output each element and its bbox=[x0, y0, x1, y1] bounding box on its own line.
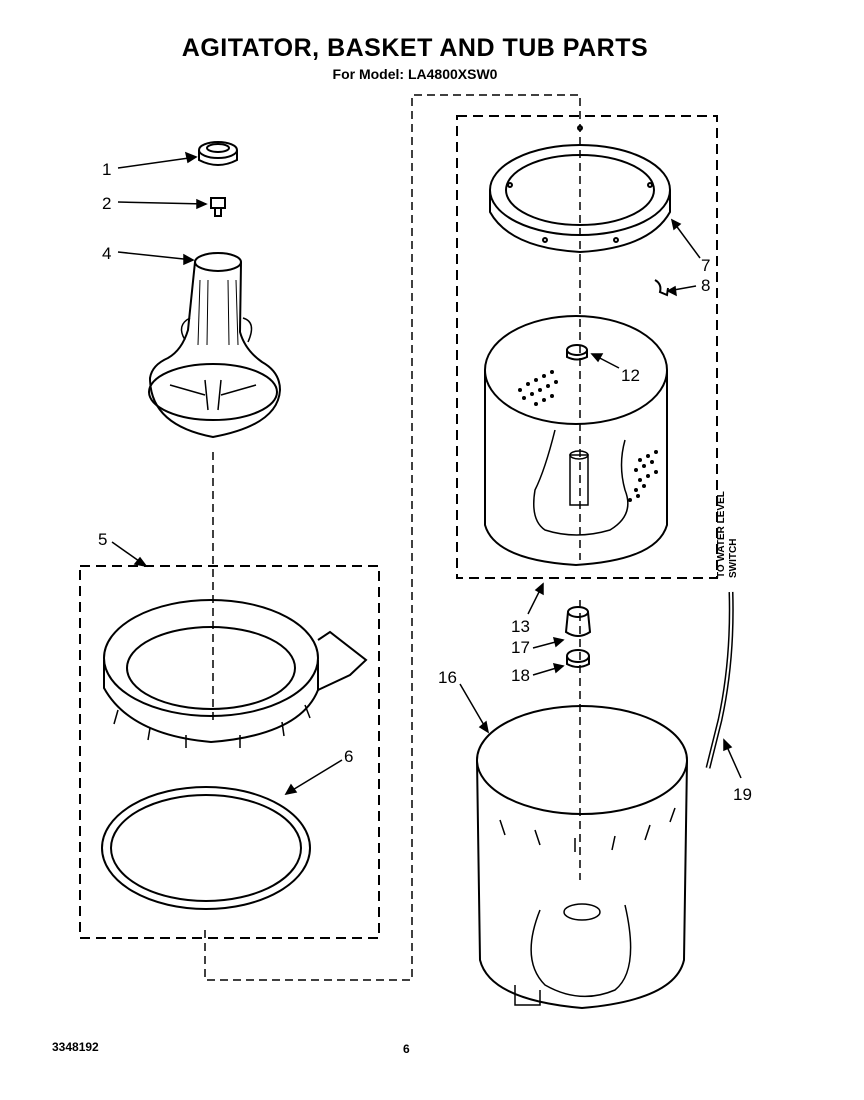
callout-5: 5 bbox=[98, 530, 107, 549]
document-number: 3348192 bbox=[52, 1040, 99, 1054]
water-level-switch-label: TO WATER LEVEL SWITCH bbox=[716, 491, 739, 578]
basket-part bbox=[484, 315, 668, 567]
side-label-line-2: SWITCH bbox=[728, 539, 739, 578]
callout-12: 12 bbox=[621, 366, 640, 385]
callout-13: 13 bbox=[511, 617, 530, 636]
agitator-ring-group-box bbox=[79, 565, 380, 939]
agitator-part bbox=[148, 252, 282, 439]
callout-19: 19 bbox=[733, 785, 752, 804]
assembly-centerline bbox=[204, 94, 581, 981]
tub-ring-part bbox=[103, 599, 368, 748]
pressure-hose-inner bbox=[707, 591, 733, 769]
leader-lines bbox=[111, 151, 742, 796]
callout-2: 2 bbox=[102, 194, 111, 213]
callout-1: 1 bbox=[102, 160, 111, 179]
ring-clip-part bbox=[654, 279, 669, 297]
bearing-part bbox=[564, 606, 592, 637]
page-number: 6 bbox=[403, 1042, 410, 1056]
basket-holes-pattern bbox=[518, 370, 658, 502]
callout-17: 17 bbox=[511, 638, 530, 657]
side-label-line-1: TO WATER LEVEL bbox=[716, 491, 727, 578]
callout-16: 16 bbox=[438, 668, 457, 687]
callout-6: 6 bbox=[344, 747, 353, 766]
balance-ring-part bbox=[489, 125, 671, 254]
callout-numbers: 1 2 4 5 6 7 8 12 13 17 18 16 19 bbox=[98, 160, 752, 804]
outer-tub-part bbox=[476, 705, 688, 1010]
seal-ring-part bbox=[101, 786, 311, 910]
tub-seal-part bbox=[566, 649, 590, 668]
model-subtitle: For Model: LA4800XSW0 bbox=[332, 66, 498, 82]
drive-block-nut-part bbox=[566, 344, 588, 361]
callout-18: 18 bbox=[511, 666, 530, 685]
diagram-title: AGITATOR, BASKET AND TUB PARTS bbox=[181, 34, 649, 62]
agitator-bolt-part bbox=[210, 197, 226, 217]
callout-7: 7 bbox=[701, 256, 710, 275]
callout-4: 4 bbox=[102, 244, 111, 263]
agitator-cap-part bbox=[198, 141, 238, 166]
callout-8: 8 bbox=[701, 276, 710, 295]
basket-group-box bbox=[456, 115, 718, 579]
